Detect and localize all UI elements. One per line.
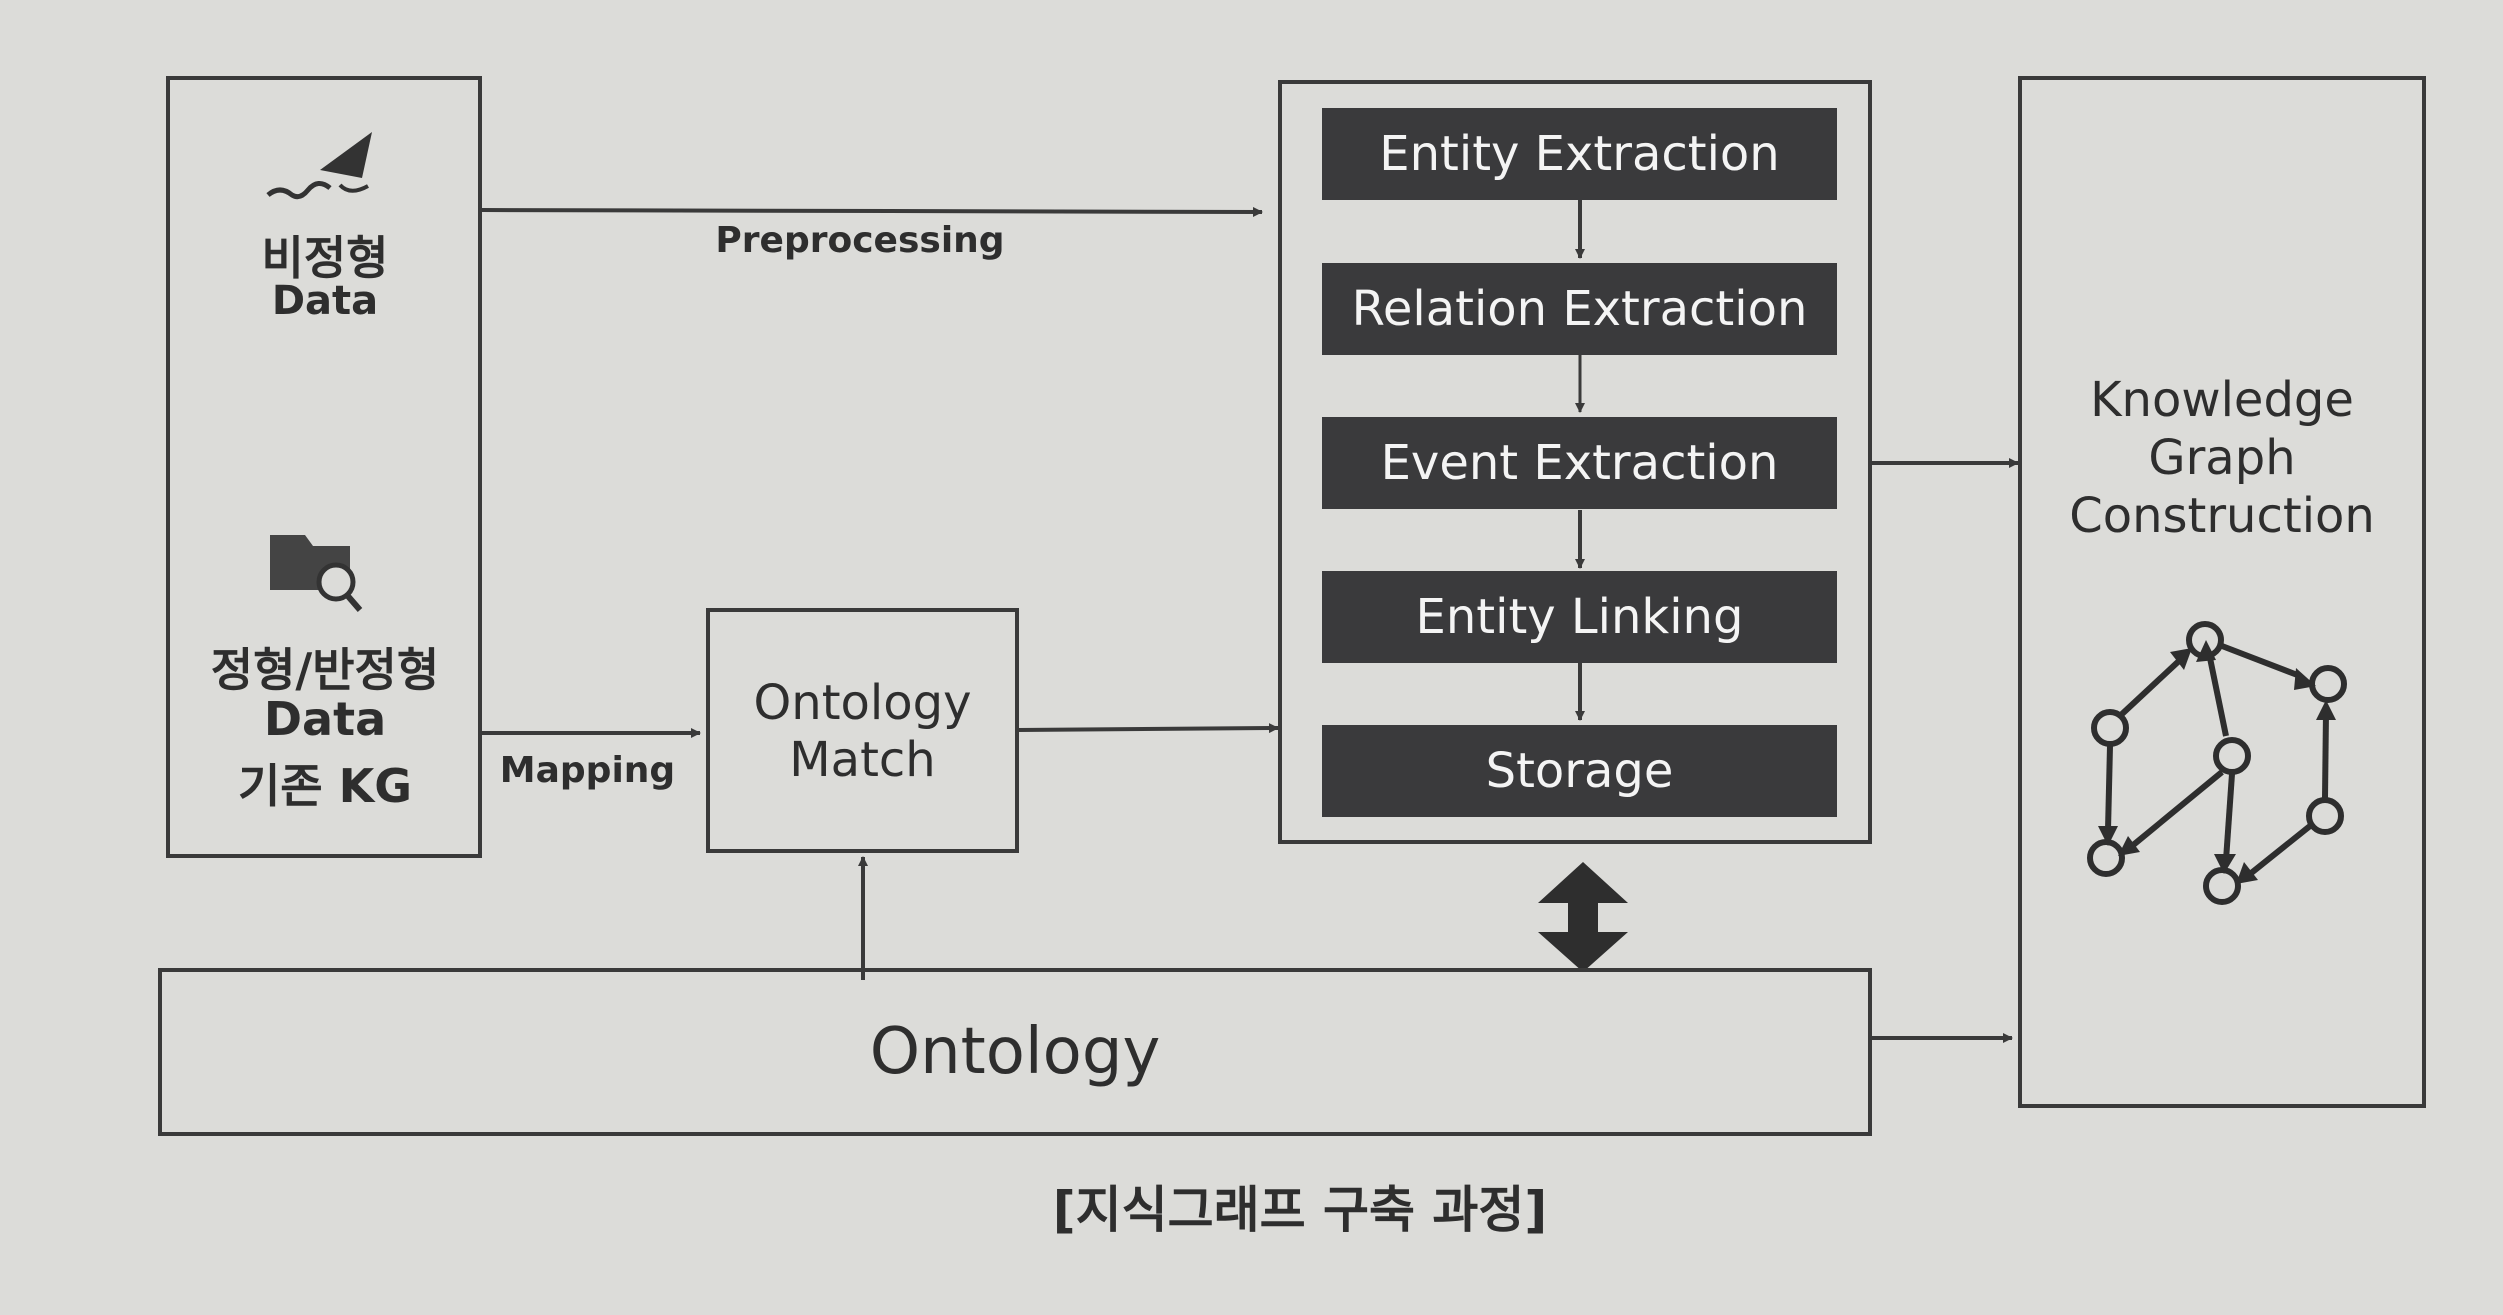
- ontology-match-box: [706, 608, 1019, 853]
- unstructured-sub: Data: [271, 278, 379, 324]
- extraction-pipeline-box: [1278, 80, 1872, 844]
- double-arrow: [1538, 862, 1628, 972]
- mapping-label: Mapping: [499, 750, 676, 791]
- unstructured-label: 비정형: [261, 231, 389, 285]
- data-sources-panel: [166, 76, 482, 858]
- kg-line1: Knowledge: [2090, 372, 2354, 428]
- existing-kg-label: 기존 KG: [237, 759, 413, 813]
- preprocessing-arrow: [481, 206, 1263, 217]
- ontology-match-line1: Ontology: [753, 675, 972, 731]
- step-event-extraction: Event Extraction: [1322, 417, 1837, 509]
- preprocessing-label: Preprocessing: [715, 220, 1005, 261]
- kg-line3: Construction: [2069, 488, 2375, 544]
- structured-label: 정형/반정형: [210, 643, 440, 697]
- step-storage: Storage: [1322, 725, 1837, 817]
- step-entity-extraction: Entity Extraction: [1322, 108, 1837, 200]
- ontology-match-line2: Match: [789, 732, 936, 788]
- step-relation-extraction: Relation Extraction: [1322, 263, 1837, 355]
- structured-sub: Data: [263, 692, 387, 746]
- step-entity-linking: Entity Linking: [1322, 571, 1837, 663]
- kg-construction-box: [2018, 76, 2426, 1108]
- match-to-pipeline-arrow: [1017, 723, 1279, 734]
- kg-line2: Graph: [2148, 430, 2296, 486]
- ontology-label: Ontology: [869, 1015, 1161, 1089]
- ontology-box: [158, 968, 1872, 1136]
- figure-caption: [지식그래프 구축 과정]: [1052, 1181, 1548, 1239]
